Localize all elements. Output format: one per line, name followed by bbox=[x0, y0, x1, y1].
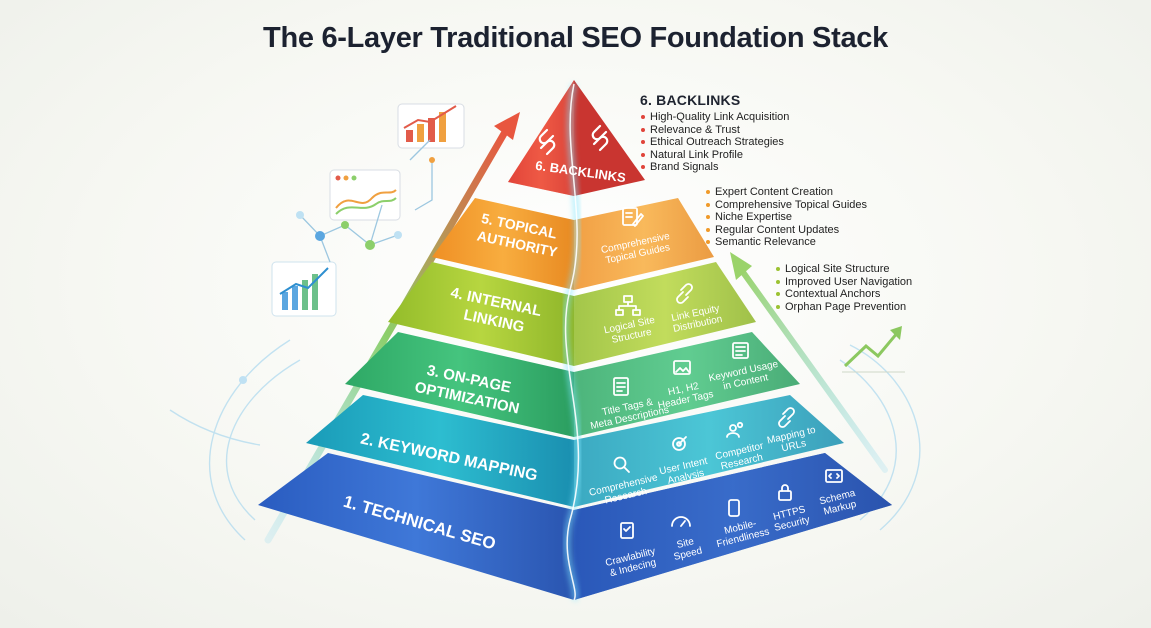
bullet-text: Relevance & Trust bbox=[650, 123, 740, 136]
bullet-item: Ethical Outreach Strategies bbox=[640, 136, 789, 149]
bullet-text: Logical Site Structure bbox=[785, 263, 890, 275]
network-nodes bbox=[239, 139, 435, 384]
bullet-dot bbox=[706, 227, 710, 232]
layer-6-left-face bbox=[508, 80, 574, 196]
checklist-icon bbox=[620, 522, 634, 539]
layer-6-right-face bbox=[574, 80, 645, 196]
bullet-text: High-Quality Link Acquisition bbox=[650, 111, 790, 123]
bullet-text: Regular Content Updates bbox=[715, 223, 840, 236]
bullet-text: Brand Signals bbox=[650, 161, 719, 174]
bullet-item: Improved User Navigation bbox=[775, 276, 912, 289]
layer-1-left-face bbox=[258, 453, 574, 600]
bullet-item: Niche Expertise bbox=[705, 211, 867, 224]
layer-5-left-face bbox=[432, 198, 574, 290]
layer-5-item-label: ComprehensiveTopical Guides bbox=[600, 231, 674, 267]
bullet-item: Orphan Page Prevention bbox=[775, 301, 912, 314]
bullet-dot bbox=[776, 279, 780, 284]
layer-5-right-face bbox=[574, 198, 714, 290]
layer-5-topical-authority bbox=[432, 198, 714, 290]
layer-4-right-face bbox=[574, 262, 756, 366]
bullet-text: Orphan Page Prevention bbox=[785, 300, 907, 313]
bullet-text: Ethical Outreach Strategies bbox=[650, 136, 784, 149]
link-icon bbox=[676, 283, 693, 304]
bullet-text: Contextual Anchors bbox=[785, 288, 881, 301]
bullet-dot bbox=[641, 127, 645, 132]
bullet-text: Improved User Navigation bbox=[785, 275, 913, 288]
bullet-item: High-Quality Link Acquisition bbox=[640, 111, 789, 124]
backlinks-detail-panel: 6. BACKLINKS High-Quality Link Acquisiti… bbox=[640, 92, 789, 174]
line-chart-icon bbox=[329, 169, 401, 221]
bullet-dot bbox=[706, 215, 710, 220]
magnifier-icon bbox=[613, 456, 630, 473]
bullet-item: Brand Signals bbox=[640, 161, 789, 174]
bullet-text: Niche Expertise bbox=[715, 211, 793, 224]
target-icon bbox=[672, 436, 687, 451]
document-icon bbox=[613, 377, 629, 396]
link-icon bbox=[778, 407, 795, 428]
bullet-dot bbox=[706, 240, 710, 245]
layer-2-left-face bbox=[306, 395, 574, 507]
bullet-dot bbox=[641, 115, 645, 119]
layer-2-right-face bbox=[574, 395, 844, 507]
layer-4-left-face bbox=[388, 262, 574, 366]
bullet-dot bbox=[776, 304, 780, 309]
bullet-text: Comprehensive Topical Guides bbox=[715, 198, 868, 211]
code-icon bbox=[825, 469, 843, 483]
bullet-item: Relevance & Trust bbox=[640, 124, 789, 137]
bullet-item: Semantic Relevance bbox=[705, 236, 867, 249]
backlinks-panel-heading: 6. BACKLINKS bbox=[640, 92, 741, 108]
layer-4-internal-linking bbox=[388, 262, 756, 366]
bullet-text: Semantic Relevance bbox=[715, 236, 816, 249]
bullet-dot bbox=[641, 152, 645, 157]
bullet-item: Expert Content Creation bbox=[705, 186, 867, 199]
layer-3-left-face bbox=[345, 332, 574, 437]
right-growth-arrow bbox=[730, 252, 888, 473]
trend-arrow-icon bbox=[842, 326, 905, 373]
bullet-item: Comprehensive Topical Guides bbox=[705, 199, 867, 212]
image-icon bbox=[673, 360, 691, 375]
bullet-dot bbox=[776, 292, 780, 297]
sitemap-icon bbox=[615, 295, 641, 316]
bullet-item: Regular Content Updates bbox=[705, 224, 867, 237]
padlock-icon bbox=[778, 484, 792, 501]
bullet-dot bbox=[776, 267, 780, 271]
center-glow bbox=[562, 83, 582, 602]
page-title: The 6-Layer Traditional SEO Foundation S… bbox=[263, 22, 888, 54]
chain-link-icon bbox=[538, 124, 609, 156]
bullet-dot bbox=[641, 165, 645, 170]
bullet-dot bbox=[706, 202, 710, 207]
smartphone-icon bbox=[728, 499, 740, 517]
bullet-text: Expert Content Creation bbox=[715, 186, 834, 198]
users-icon bbox=[726, 421, 744, 438]
bullet-dot bbox=[641, 140, 645, 145]
bullet-item: Logical Site Structure bbox=[775, 263, 912, 276]
layer-2-keyword-mapping bbox=[306, 395, 844, 507]
edit-document-icon bbox=[622, 207, 644, 227]
layer-6-backlinks bbox=[508, 80, 645, 196]
bullet-item: Contextual Anchors bbox=[775, 288, 912, 301]
bullet-dot bbox=[706, 190, 710, 194]
bullet-text: Natural Link Profile bbox=[650, 148, 743, 161]
speedometer-icon bbox=[671, 516, 691, 527]
bullet-item: Natural Link Profile bbox=[640, 149, 789, 162]
layer-1-technical-seo bbox=[258, 453, 892, 600]
growth-chart-icon bbox=[271, 261, 337, 317]
bar-chart-icon bbox=[397, 103, 465, 149]
list-icon bbox=[732, 342, 749, 359]
